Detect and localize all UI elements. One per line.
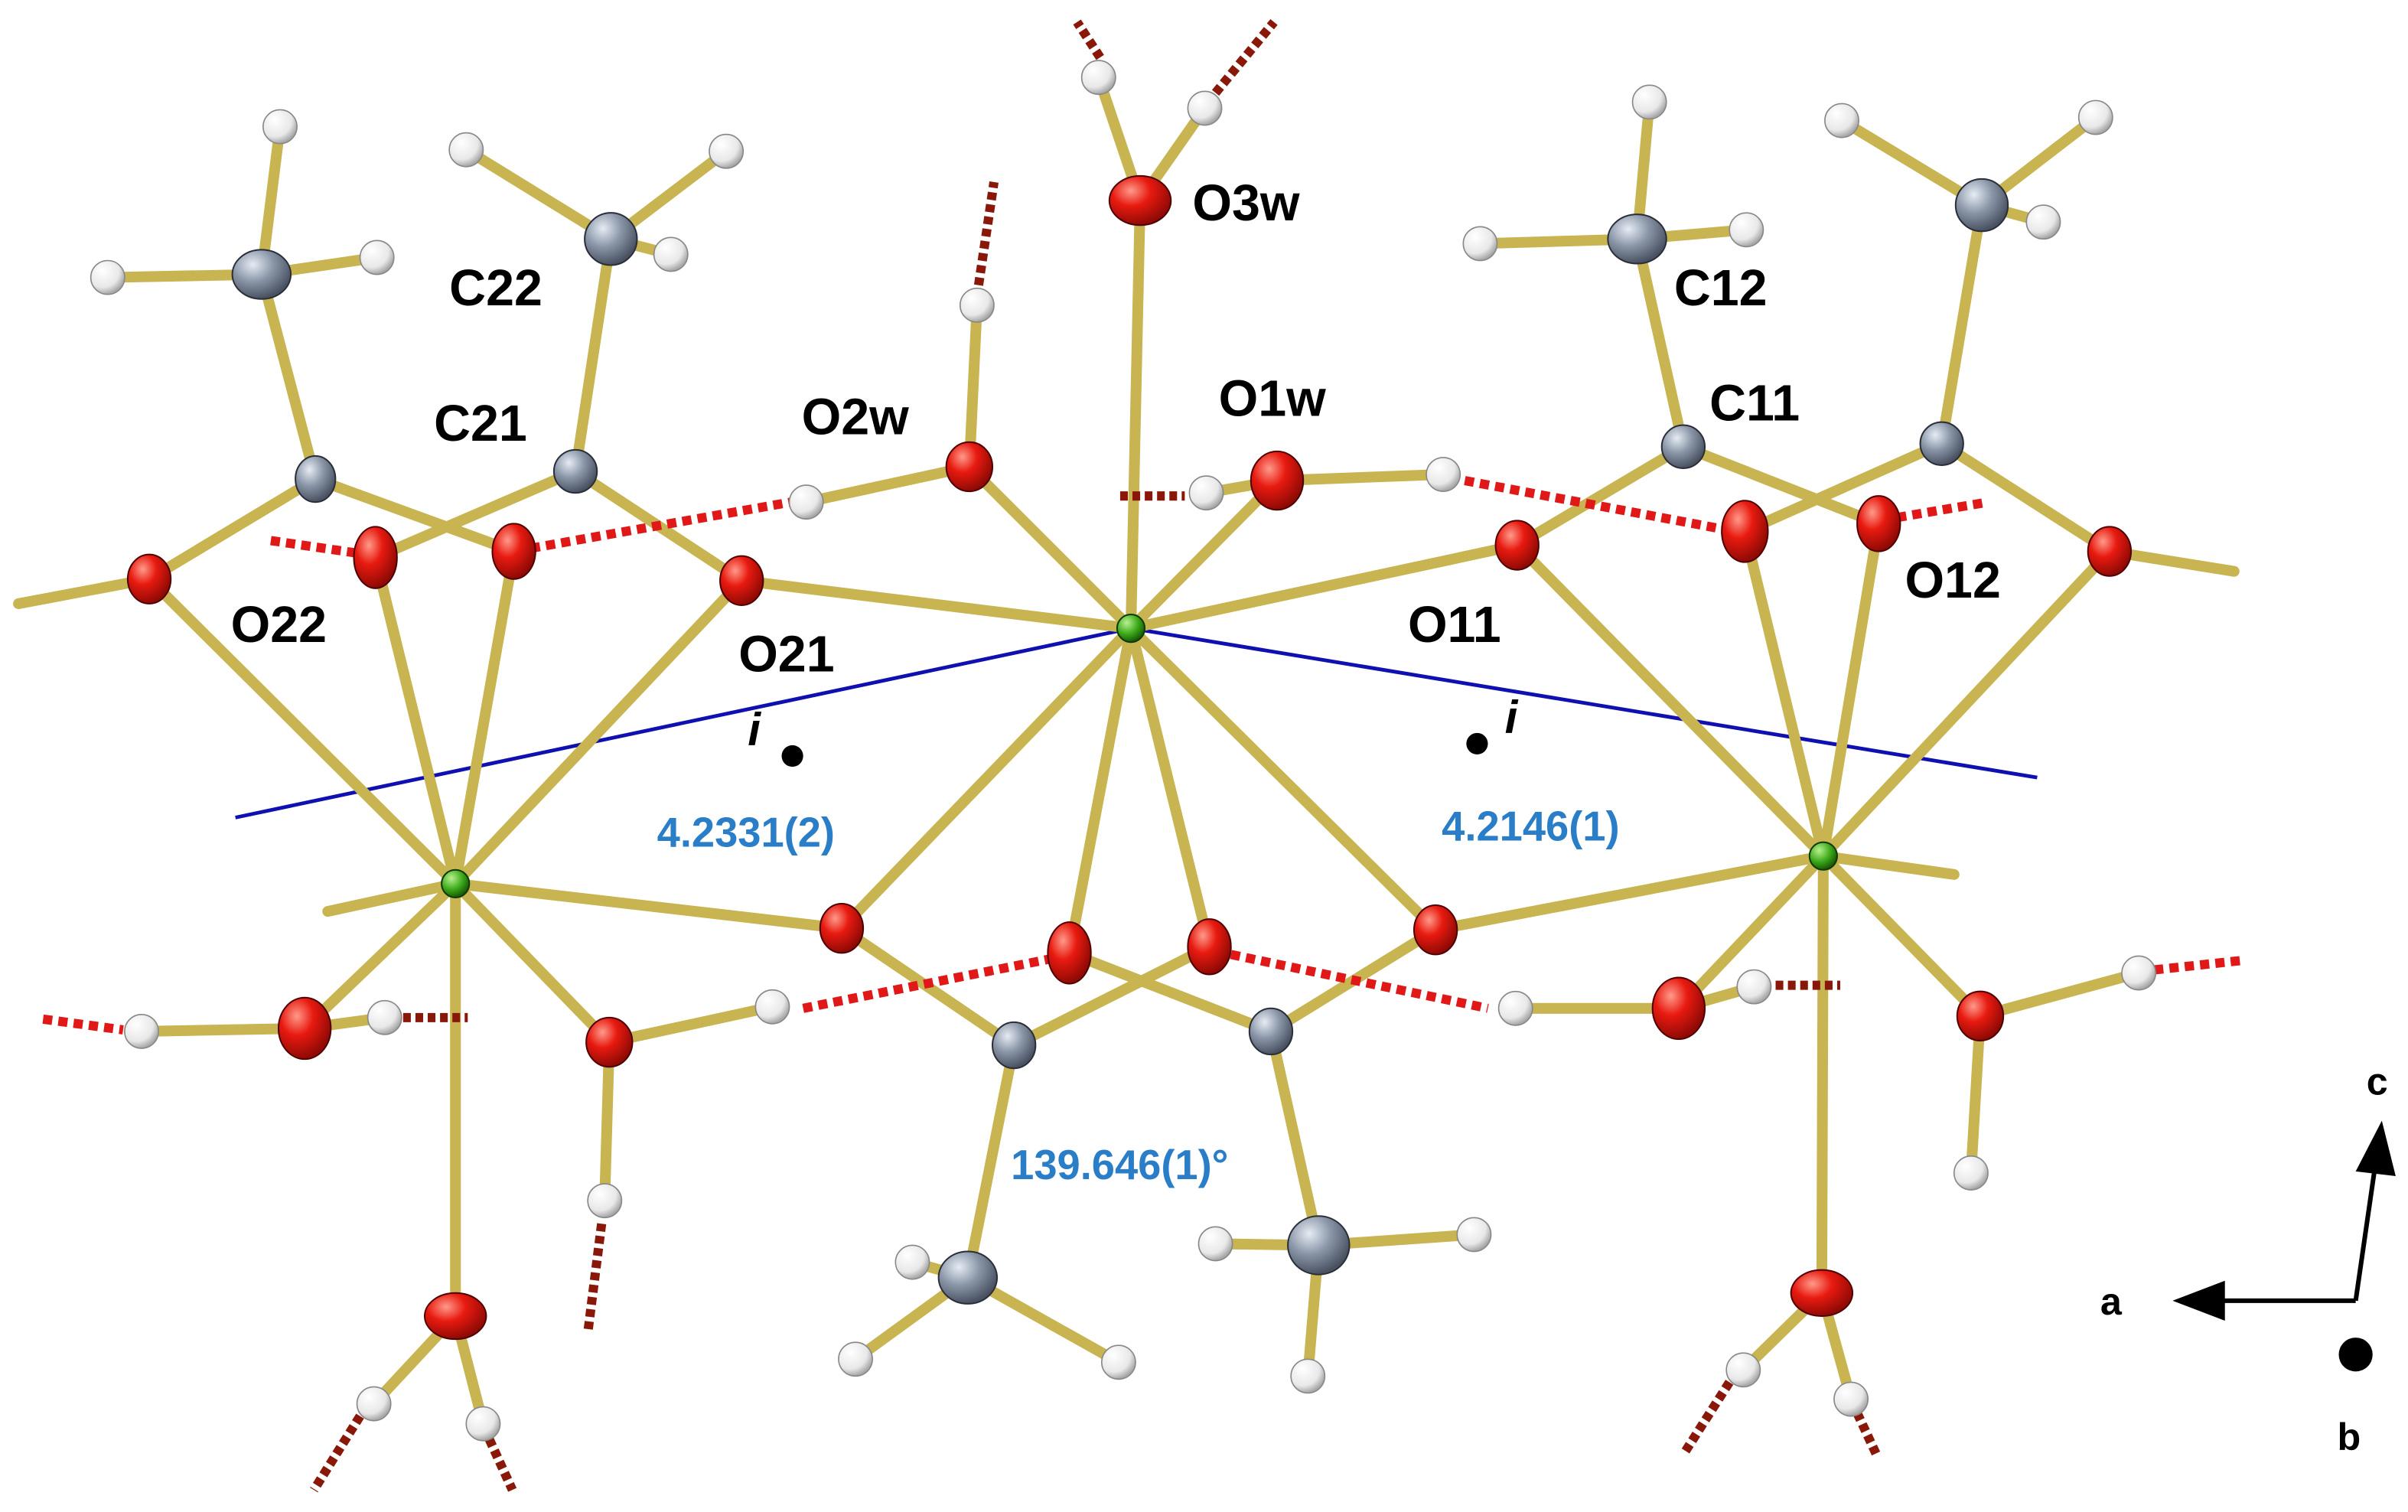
label-o12: O12 (1905, 552, 2000, 609)
label-c11: C11 (1709, 376, 1800, 432)
hydrogen-atoms (90, 60, 2157, 1442)
oxygen-atoms (126, 174, 2133, 1341)
covalent-bonds (13, 72, 2240, 1429)
label-c21: C21 (434, 396, 527, 452)
label-o3w: O3w (1192, 175, 1300, 232)
carbon-atoms (231, 178, 2009, 1305)
axis-b-dot (2338, 1338, 2373, 1372)
inversion-center-right-label: i (1505, 691, 1519, 743)
atom-labels: O3w C22 C21 O2w O1w C12 C11 O22 O21 O11 … (231, 175, 2001, 683)
label-o11: O11 (1408, 597, 1501, 653)
axis-b-label: b (2338, 1415, 2361, 1458)
axis-c-arrowhead (2355, 1120, 2396, 1176)
label-o1w: O1w (1219, 371, 1327, 428)
inversion-center-left-label: i (748, 703, 761, 755)
distance-left-label: 4.2331(2) (657, 810, 835, 856)
metal-atom-center (1116, 613, 1146, 644)
hydrogen-bonds-dark (310, 18, 1882, 1493)
label-c12: C12 (1674, 260, 1768, 317)
label-c22: C22 (449, 260, 543, 317)
measurement-labels: 4.2331(2) 4.2146(1) 139.646(1)° (657, 803, 1620, 1188)
label-o2w: O2w (802, 389, 910, 446)
metal-vector-left (235, 626, 1132, 820)
inversion-center-right-dot (1466, 732, 1488, 754)
angle-label: 139.646(1)° (1011, 1142, 1228, 1188)
axis-a-arrowhead (2172, 1280, 2225, 1321)
axes-indicator: a b c (2100, 1059, 2396, 1458)
inversion-center-left-dot (781, 745, 803, 767)
metal-vector-right (1130, 626, 2038, 780)
label-o21: O21 (738, 626, 834, 683)
coordination-bonds (144, 195, 2115, 1321)
axis-a-label: a (2100, 1279, 2123, 1323)
axis-c-line (2353, 1162, 2378, 1302)
hydrogen-bonds (42, 476, 2241, 1035)
axis-c-label: c (2367, 1059, 2388, 1103)
distance-right-label: 4.2146(1) (1442, 803, 1619, 850)
metal-vectors (235, 626, 2038, 820)
metal-atom-right (1808, 841, 1838, 871)
metal-atom-left (441, 868, 471, 899)
label-o22: O22 (231, 597, 327, 653)
inversion-centers: i i (748, 691, 1519, 767)
metal-atoms (441, 613, 1838, 899)
